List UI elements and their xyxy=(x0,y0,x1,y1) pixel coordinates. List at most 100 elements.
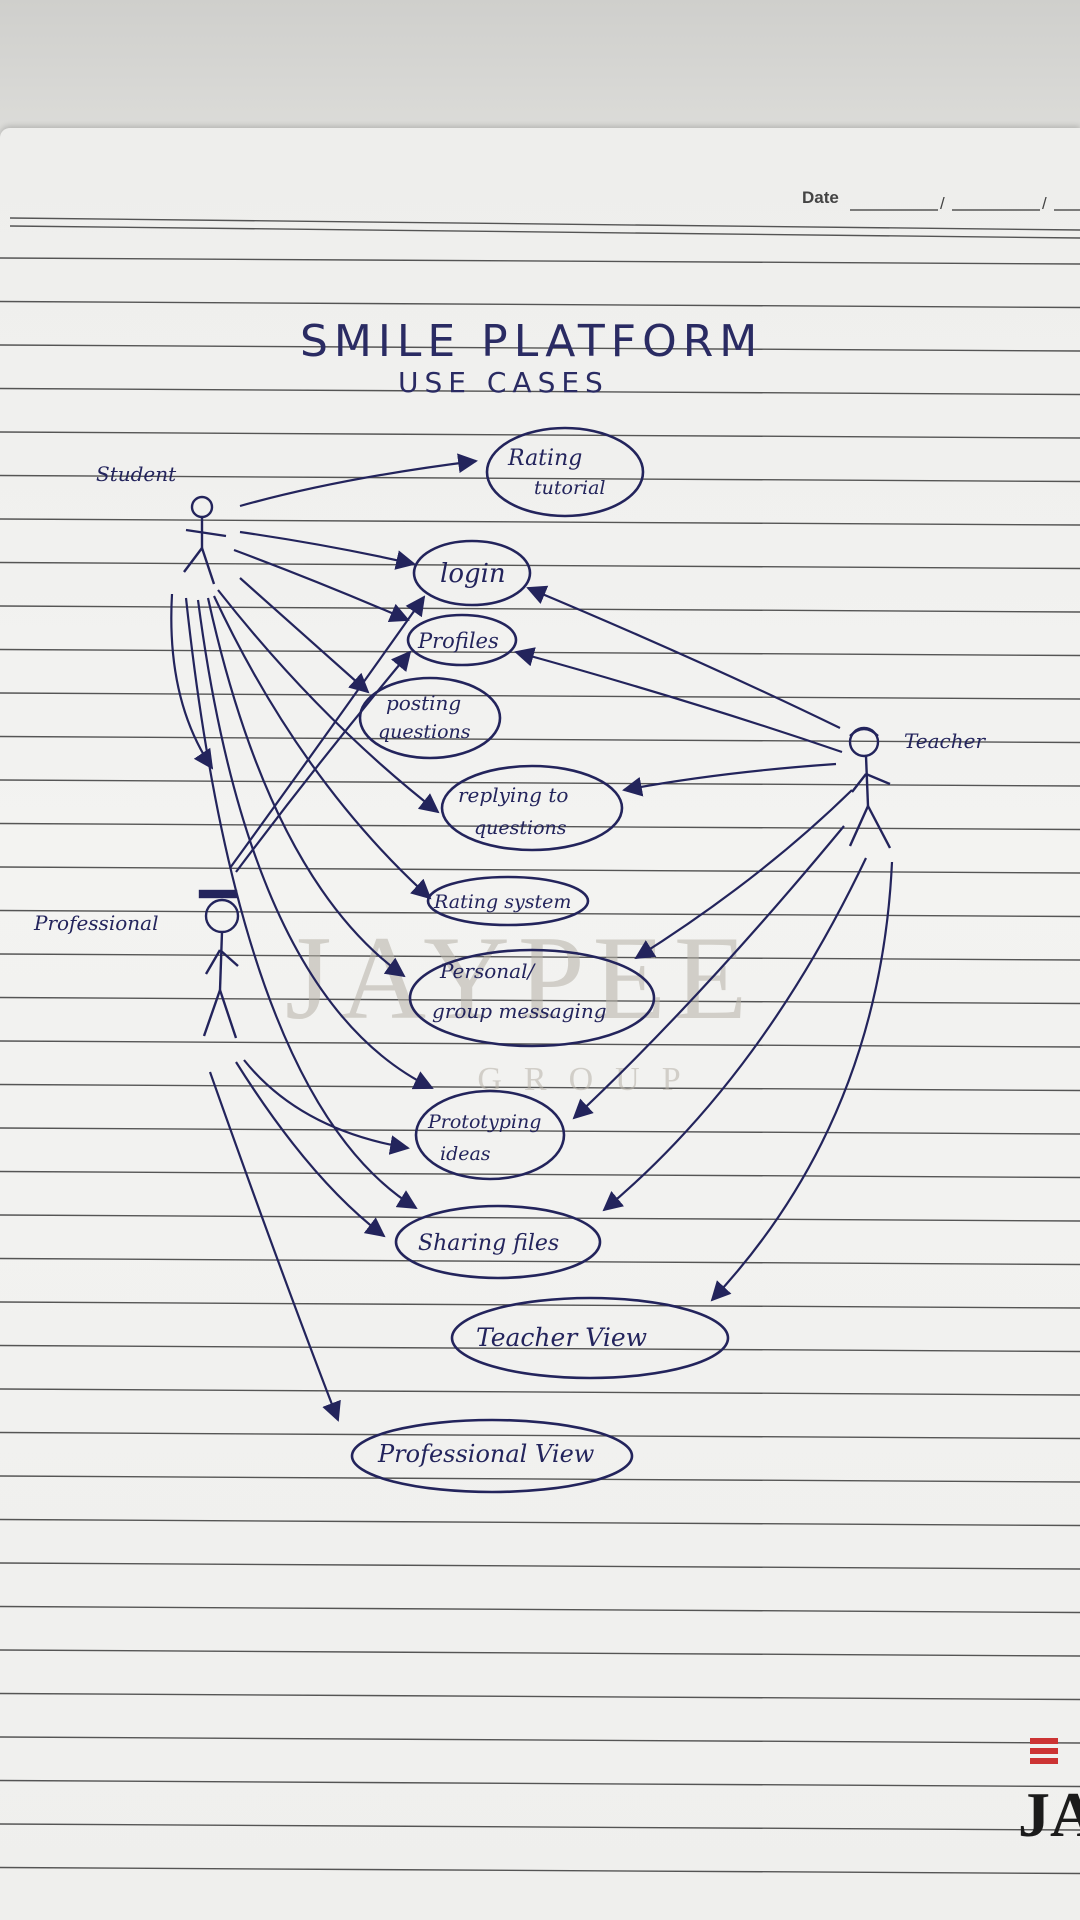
date-separator: / xyxy=(1042,194,1047,213)
header-rule xyxy=(9,225,1080,239)
arrow-student-profiles xyxy=(233,548,410,623)
ruled-line xyxy=(0,866,1080,874)
label-prototyping-1: Prototyping xyxy=(427,1111,541,1133)
arrow-student-messaging xyxy=(206,597,406,978)
ruled-line xyxy=(0,1083,1080,1092)
label-login: login xyxy=(440,559,506,589)
ruled-line xyxy=(0,1301,1080,1309)
use-case-teacher-view xyxy=(450,1296,730,1380)
ruled-line xyxy=(0,779,1080,787)
label-messaging-2: group messaging xyxy=(432,999,607,1023)
actor-label-teacher: Teacher xyxy=(904,729,986,753)
arrow-teacher-replying-questions xyxy=(622,762,837,797)
ruled-line xyxy=(0,735,1080,744)
actor-student xyxy=(183,495,227,585)
arrow-student-rating-system xyxy=(213,595,432,900)
use-case-profiles xyxy=(406,613,518,667)
use-case-sharing-files xyxy=(394,1204,602,1280)
ruled-line xyxy=(0,1344,1080,1353)
arrow-teacher-profiles xyxy=(514,647,843,754)
ruled-line xyxy=(0,1388,1080,1396)
arrow-teacher-prototyping xyxy=(572,825,845,1120)
arrow-student-rating-tutorial xyxy=(239,453,478,508)
actor-label-professional: Professional xyxy=(33,911,158,935)
actor-label-student: Student xyxy=(96,462,177,486)
corner-logo-text: JA xyxy=(1018,1779,1080,1850)
arrow-professional-prototyping xyxy=(243,1059,410,1155)
ruled-line xyxy=(0,344,1080,352)
arrow-student-prototyping xyxy=(196,599,434,1090)
label-professional-view: Professional View xyxy=(377,1440,595,1468)
ruled-line xyxy=(0,1127,1080,1135)
arrow-student-login xyxy=(239,530,416,570)
ruled-line xyxy=(0,1605,1080,1614)
ruled-line xyxy=(0,561,1080,570)
diagram-title: SMILE PLATFORM USE CASES xyxy=(300,316,763,399)
label-messaging-1: Personal/ xyxy=(439,959,536,983)
arrow-student-sharing-files xyxy=(184,597,418,1210)
arrow-student-replying-questions xyxy=(217,589,440,814)
ruled-line xyxy=(0,648,1080,657)
label-teacher-view: Teacher View xyxy=(476,1323,647,1352)
arrow-professional-login xyxy=(229,595,426,869)
use-case-professional-view xyxy=(350,1418,634,1494)
ruled-line xyxy=(0,1562,1080,1570)
label-posting-questions-2: questions xyxy=(378,721,471,743)
label-rating-system: Rating system xyxy=(433,891,571,913)
ruled-line xyxy=(0,1649,1080,1657)
arrow-student-posting-questions xyxy=(239,577,370,694)
use-case-posting-questions xyxy=(358,676,502,760)
ruled-line xyxy=(0,1475,1080,1483)
arrow-teacher-sharing-files xyxy=(602,857,867,1212)
desk-background xyxy=(0,0,1080,135)
use-case-rating-tutorial xyxy=(485,426,645,518)
ruled-line xyxy=(0,518,1080,526)
label-prototyping-2: ideas xyxy=(440,1143,491,1165)
arrow-teacher-messaging xyxy=(634,789,853,960)
ruled-line xyxy=(0,822,1080,831)
ruled-line xyxy=(0,300,1080,309)
ruled-lines xyxy=(0,217,1080,1875)
ruled-line xyxy=(0,257,1080,265)
date-label: Date xyxy=(802,188,839,207)
label-replying-questions-2: questions xyxy=(474,817,567,839)
use-case-prototyping xyxy=(414,1089,566,1181)
label-profiles: Profiles xyxy=(417,629,499,653)
use-case-rating-system xyxy=(426,875,590,927)
ruled-line xyxy=(0,1431,1080,1440)
use-case-replying-questions xyxy=(440,764,624,852)
jaypee-corner-logo: JA xyxy=(1018,1738,1080,1850)
ruled-line xyxy=(0,1779,1080,1788)
notebook-page xyxy=(0,128,1080,1920)
arrow-teacher-teacher-view xyxy=(710,861,894,1302)
actor-teacher xyxy=(848,726,892,849)
arrow-professional-sharing-files xyxy=(235,1061,386,1238)
arrow-teacher-login xyxy=(526,585,841,729)
use-case-messaging xyxy=(408,948,656,1048)
label-sharing-files: Sharing files xyxy=(418,1231,559,1256)
ruled-line xyxy=(0,1823,1080,1831)
ruled-line xyxy=(0,1214,1080,1222)
ruled-line xyxy=(0,1257,1080,1266)
arrow-professional-professional-view xyxy=(208,1071,341,1422)
arrow-professional-profiles xyxy=(235,650,412,873)
label-rating-tutorial-1: Rating xyxy=(507,446,582,471)
date-separator: / xyxy=(940,194,945,213)
ruled-line xyxy=(0,1170,1080,1179)
ruled-line xyxy=(0,953,1080,961)
ruled-line xyxy=(0,474,1080,483)
ruled-line xyxy=(0,1040,1080,1048)
ruled-line xyxy=(0,605,1080,613)
label-rating-tutorial-2: tutorial xyxy=(534,477,606,499)
ruled-line xyxy=(0,909,1080,918)
ruled-line xyxy=(0,431,1080,439)
title-line-2: USE CASES xyxy=(398,366,609,399)
use-case-login xyxy=(412,539,532,607)
title-line-1: SMILE PLATFORM xyxy=(300,316,763,367)
ruled-line xyxy=(0,1866,1080,1875)
actor-professional xyxy=(198,889,240,1039)
ruled-line xyxy=(0,1518,1080,1527)
label-posting-questions-1: posting xyxy=(386,691,461,715)
ruled-line xyxy=(0,1692,1080,1701)
